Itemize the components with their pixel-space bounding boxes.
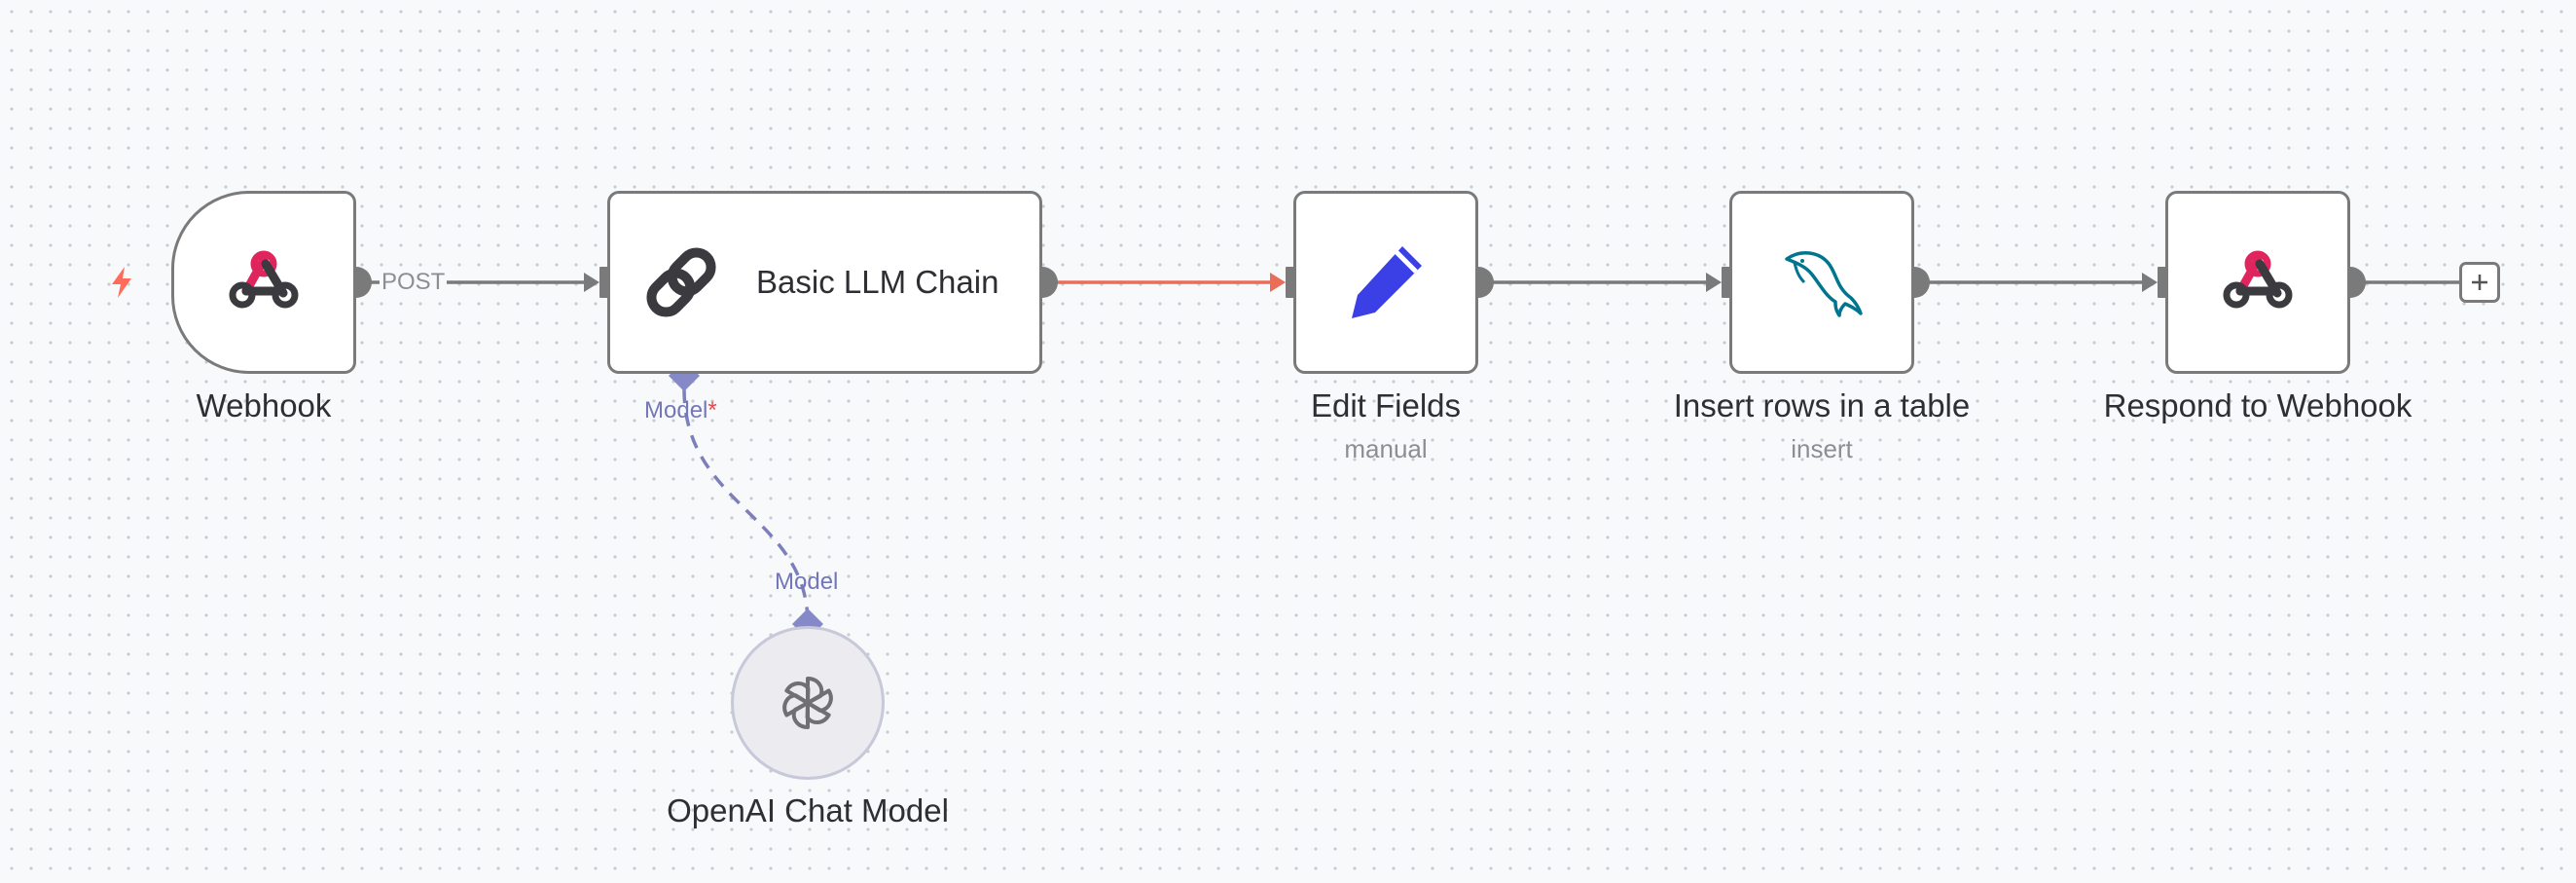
- node-respond-to-webhook[interactable]: [2165, 191, 2350, 374]
- node-label-edit-fields: Edit Fields: [1310, 387, 1462, 423]
- link-icon: [646, 247, 716, 317]
- port-label-openai-model: Model: [775, 569, 839, 595]
- connection-arrow-llm-chain: [584, 273, 599, 292]
- plus-icon: [2472, 275, 2487, 290]
- connection-arrow-insert-rows: [1706, 273, 1722, 292]
- port-label-model: Model*: [644, 397, 717, 423]
- required-indicator: *: [707, 397, 717, 423]
- connection-arrow-edit-fields: [1270, 273, 1286, 292]
- trigger-bolt-icon: [112, 267, 131, 298]
- mysql-dolphin-icon: [1785, 251, 1863, 317]
- webhook-icon: [2223, 250, 2293, 309]
- node-insert-rows[interactable]: [1729, 191, 1914, 374]
- node-label-insert-rows: Insert rows in a table: [1673, 387, 1971, 423]
- node-label-openai-chat-model: OpenAI Chat Model: [667, 792, 949, 828]
- node-openai-chat-model[interactable]: [731, 626, 885, 780]
- node-label-respond-to-webhook: Respond to Webhook: [2103, 387, 2413, 423]
- node-sublabel-edit-fields: manual: [1344, 434, 1428, 463]
- connection-arrow-respond: [2142, 273, 2158, 292]
- node-sublabel-insert-rows: insert: [1791, 434, 1853, 463]
- openai-icon: [782, 677, 833, 729]
- node-basic-llm-chain[interactable]: Basic LLM Chain: [607, 191, 1042, 374]
- node-label-basic-llm-chain: Basic LLM Chain: [756, 264, 999, 300]
- add-node-button[interactable]: [2459, 262, 2500, 303]
- pencil-icon: [1352, 246, 1422, 318]
- webhook-icon: [229, 250, 299, 309]
- node-edit-fields[interactable]: [1293, 191, 1478, 374]
- node-label-webhook: Webhook: [196, 387, 332, 423]
- node-webhook[interactable]: [171, 191, 356, 374]
- connection-openai-to-llm-model[interactable]: [682, 388, 810, 624]
- edge-label-post: POST: [380, 269, 448, 296]
